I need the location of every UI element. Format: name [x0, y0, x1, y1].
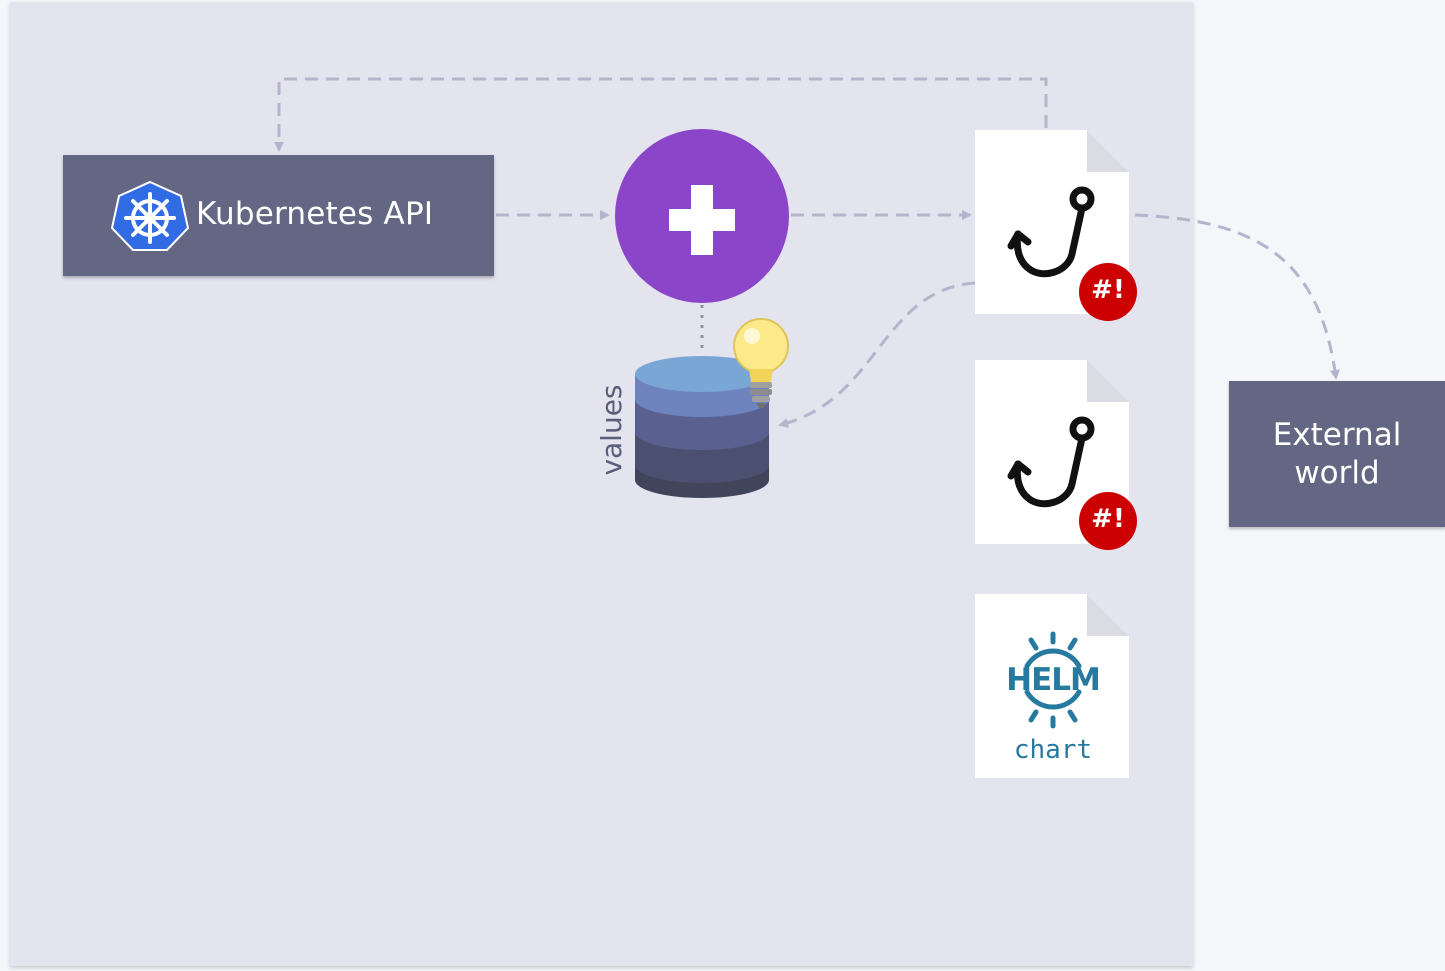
helm-chart-caption: chart [1013, 735, 1093, 765]
database-icon [635, 356, 769, 498]
badge-icon [1079, 492, 1137, 550]
plus-icon [669, 185, 735, 255]
fishhook-icon [1007, 416, 1095, 508]
external-world-label-line2: world [1294, 455, 1380, 491]
kubernetes-api-label: Kubernetes API [196, 196, 434, 232]
arrow-hook-to-external [1134, 213, 1340, 380]
hook-badge-label: #! [1091, 275, 1125, 305]
fishhook-icon [1007, 186, 1095, 278]
arrow-hook-to-api [274, 77, 1048, 152]
helm-logo-text: HELM [1006, 662, 1101, 698]
kubernetes-logo-icon [111, 180, 189, 251]
hook-badge-label: #! [1091, 504, 1125, 534]
badge-icon [1079, 263, 1137, 321]
helm-chart-document [975, 594, 1129, 778]
arrow-hook-to-values [778, 281, 976, 428]
values-label: values [595, 384, 628, 476]
external-world-label-line1: External [1272, 417, 1402, 453]
helm-wheel-icon [1024, 631, 1082, 729]
hook-document-1 [975, 130, 1129, 314]
lightbulb-icon [733, 318, 789, 408]
external-world-box: External world [1229, 381, 1445, 527]
